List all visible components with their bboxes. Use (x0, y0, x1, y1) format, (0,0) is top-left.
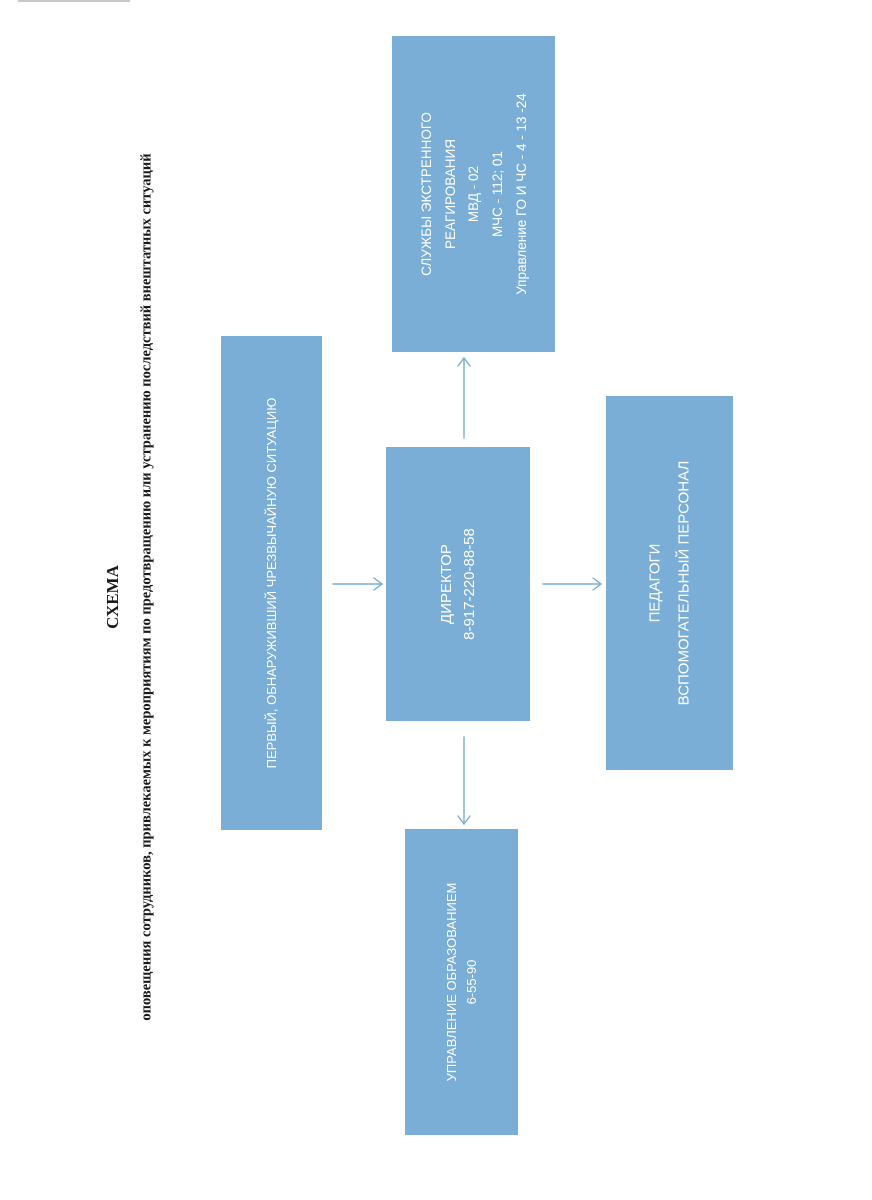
arrow-director-to-education (457, 736, 471, 826)
box-education-department: УПРАВЛЕНИЕ ОБРАЗОВАНИЕМ 6-55-90 (405, 829, 518, 1135)
box-emergency-services: СЛУЖБЫ ЭКСТРЕННОГО РЕАГИРОВАНИЯ МВД - 02… (392, 36, 555, 352)
scan-edge-line (18, 0, 130, 2)
box-teachers-staff: ПЕДАГОГИ ВСПОМОГАТЕЛЬНЫЙ ПЕРСОНАЛ (606, 396, 733, 770)
arrow-first-to-director (332, 577, 384, 591)
box-director: ДИРЕКТОР 8-917-220-88-58 (386, 447, 530, 721)
arrow-director-to-teachers (542, 577, 603, 591)
box-first-discoverer: ПЕРВЫЙ, ОБНАРУЖИВШИЙ ЧРЕЗВЫЧАЙНУЮ СИТУАЦ… (221, 336, 322, 830)
arrow-director-to-services (457, 356, 471, 439)
